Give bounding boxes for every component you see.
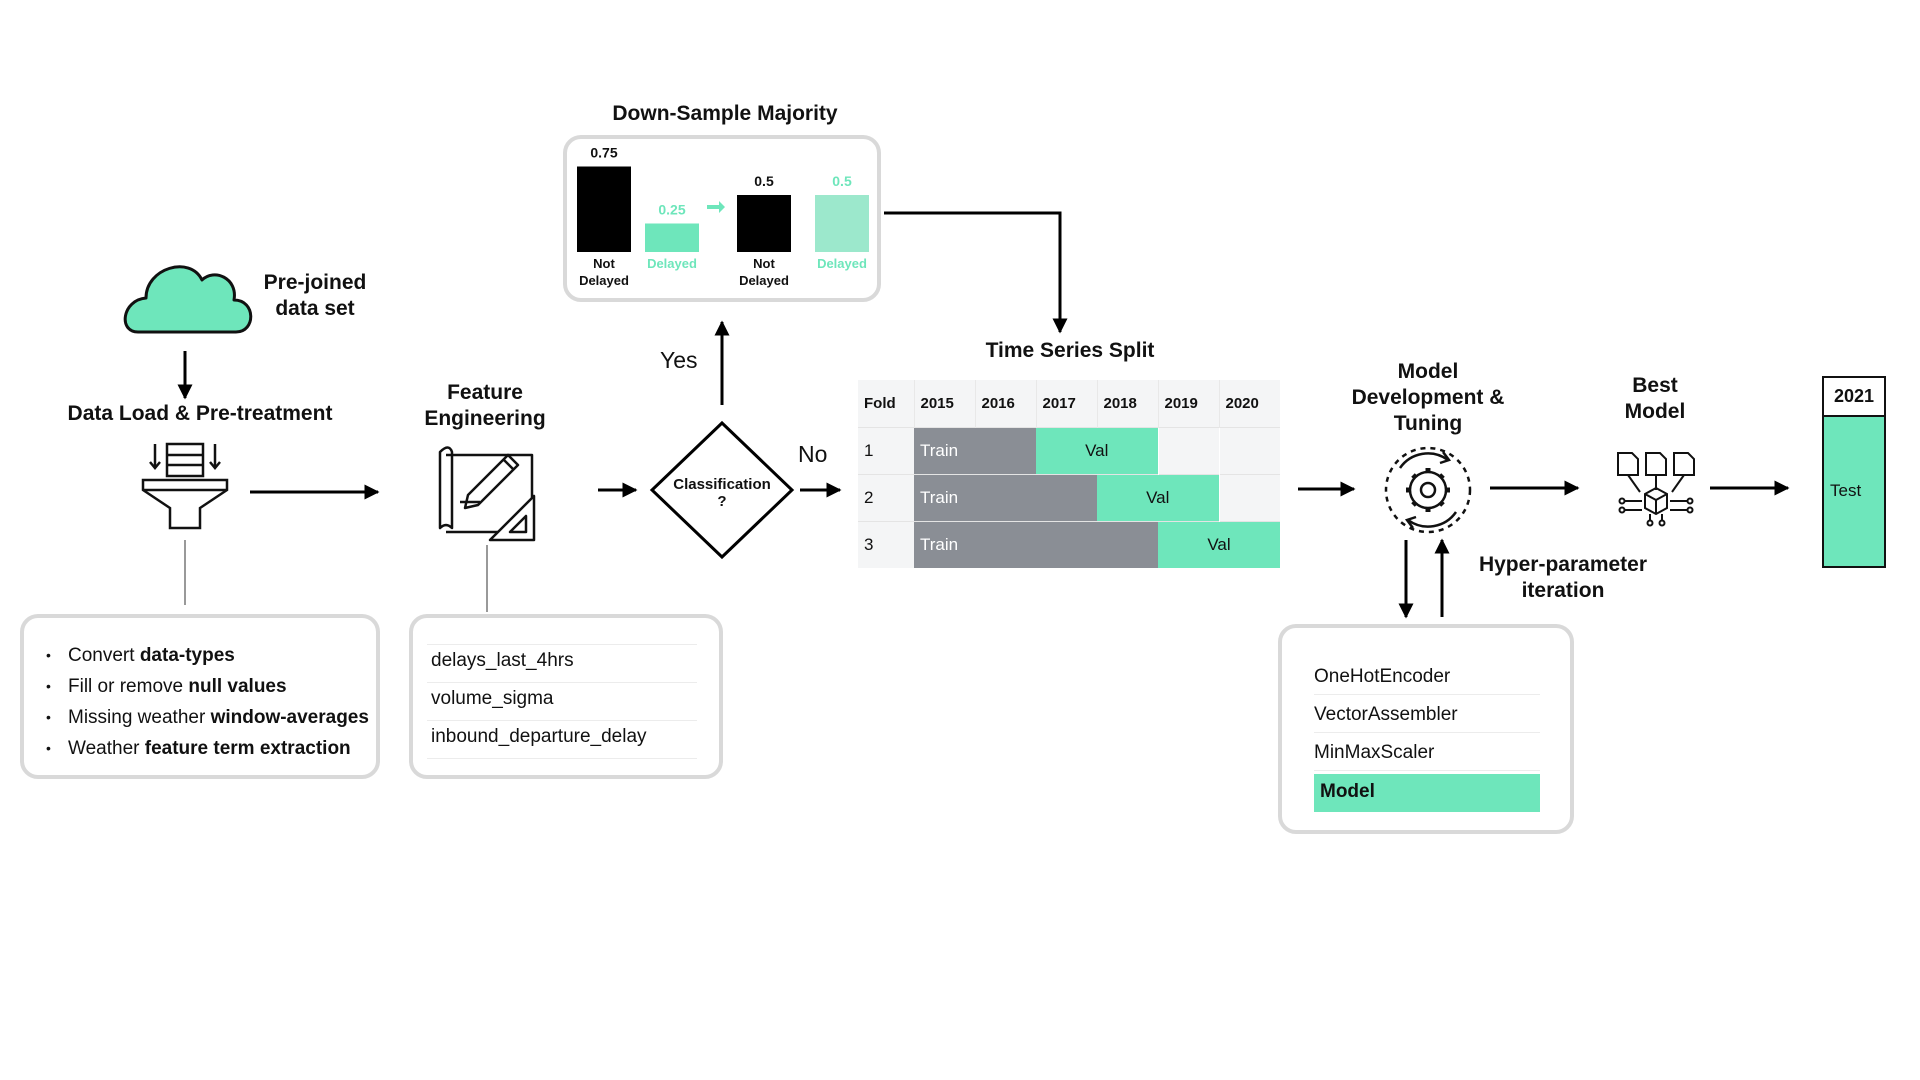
train-cell: Train: [914, 520, 1158, 568]
test-label-area: Test: [1824, 417, 1884, 566]
decision-diamond: [649, 420, 795, 560]
feature-item: inbound_departure_delay: [431, 726, 647, 747]
downsample-title: Down-Sample Majority: [612, 102, 838, 125]
funnel-database-icon: [141, 442, 229, 530]
year-header: 2015: [913, 380, 975, 427]
best-model-title: Best Model: [1624, 374, 1686, 423]
val-cell: Val: [1158, 520, 1280, 568]
gear-cycle-icon: [1384, 446, 1472, 534]
pipeline-stage-model: Model: [1320, 781, 1375, 802]
test-year: 2021: [1824, 378, 1884, 417]
empty-cell: [1157, 426, 1219, 474]
cloud-icon: [123, 265, 253, 334]
downsample-bar: [737, 195, 791, 252]
fold-header: Fold: [858, 380, 914, 427]
year-header: 2020: [1218, 380, 1280, 427]
feature-item: volume_sigma: [431, 688, 554, 709]
blueprint-pencil-icon: [438, 446, 536, 542]
bullet-bold-text: feature term extraction: [144, 738, 351, 759]
bar-value-label: 0.5: [754, 173, 774, 189]
document-network-icon: [1617, 452, 1695, 527]
dataload-bullet-list: Convert data-typesFill or remove null va…: [46, 640, 369, 764]
downsample-bar: [815, 195, 869, 252]
bar-category-label: Not: [753, 256, 775, 271]
decision-label: Classification ?: [673, 476, 771, 510]
fold-number: 1: [858, 426, 914, 474]
bar-category-label: Delayed: [739, 273, 789, 288]
downsample-bar: [645, 223, 699, 252]
downsample-bar: [577, 166, 631, 252]
fold-number: 2: [858, 473, 914, 521]
bullet-bold-text: data-types: [139, 645, 235, 666]
bar-value-label: 0.75: [590, 145, 617, 161]
bar-category-label: Delayed: [817, 256, 867, 271]
year-header: 2016: [974, 380, 1036, 427]
year-header: 2017: [1035, 380, 1097, 427]
pipeline-stage: MinMaxScaler: [1314, 742, 1435, 763]
bar-value-label: 0.25: [658, 202, 685, 218]
right-arrow-icon: [707, 201, 725, 213]
pipeline-stage: OneHotEncoder: [1314, 666, 1451, 687]
fold-number: 3: [858, 520, 914, 568]
downsample-chart: 0.75NotDelayed0.25Delayed0.5NotDelayed0.…: [577, 145, 869, 288]
empty-cell: [1218, 473, 1280, 521]
hyper-label: Hyper-parameter iteration: [1478, 553, 1648, 602]
model-dev-title: Model Development & Tuning: [1351, 360, 1505, 435]
source-label: Pre-joined data set: [263, 271, 367, 320]
bullet-bold-text: window-averages: [210, 707, 369, 728]
test-block: 2021 Test: [1822, 376, 1886, 568]
arrow-downsample-to-split: [884, 211, 1068, 334]
bar-category-label: Delayed: [647, 256, 697, 271]
bar-value-label: 0.5: [832, 173, 852, 189]
pipeline-box: OneHotEncoder VectorAssembler MinMaxScal…: [1278, 624, 1574, 834]
bar-category-label: Delayed: [579, 273, 629, 288]
feature-list-box: delays_last_4hrs volume_sigma inbound_de…: [409, 614, 723, 779]
bullet-bold-text: null values: [188, 676, 287, 697]
bullet-text: Missing weather: [68, 707, 211, 728]
bar-category-label: Not: [593, 256, 615, 271]
train-cell: Train: [914, 426, 1036, 474]
dataload-bullet: Fill or remove null values: [46, 671, 369, 702]
test-label: Test: [1830, 481, 1862, 500]
dataload-bullet: Missing weather window-averages: [46, 702, 369, 733]
year-header: 2019: [1157, 380, 1219, 427]
bullet-text: Fill or remove: [68, 676, 189, 697]
dataload-steps-box: Convert data-typesFill or remove null va…: [20, 614, 380, 779]
model-highlight: [1314, 774, 1540, 812]
val-cell: Val: [1036, 426, 1158, 474]
yes-label: Yes: [660, 347, 698, 373]
dataload-title: Data Load & Pre-treatment: [67, 402, 333, 425]
dataload-bullet: Convert data-types: [46, 640, 369, 671]
year-header: 2018: [1096, 380, 1158, 427]
bullet-text: Weather: [68, 738, 145, 759]
train-cell: Train: [914, 473, 1097, 521]
bullet-text: Convert: [68, 645, 140, 666]
feature-title: Feature Engineering: [424, 381, 546, 430]
no-label: No: [798, 441, 828, 467]
val-cell: Val: [1097, 473, 1219, 521]
empty-cell: [1218, 426, 1280, 474]
feature-item: delays_last_4hrs: [431, 650, 574, 671]
dataload-bullet: Weather feature term extraction: [46, 733, 369, 764]
pipeline-stage: VectorAssembler: [1314, 704, 1458, 725]
split-title: Time Series Split: [985, 339, 1155, 362]
